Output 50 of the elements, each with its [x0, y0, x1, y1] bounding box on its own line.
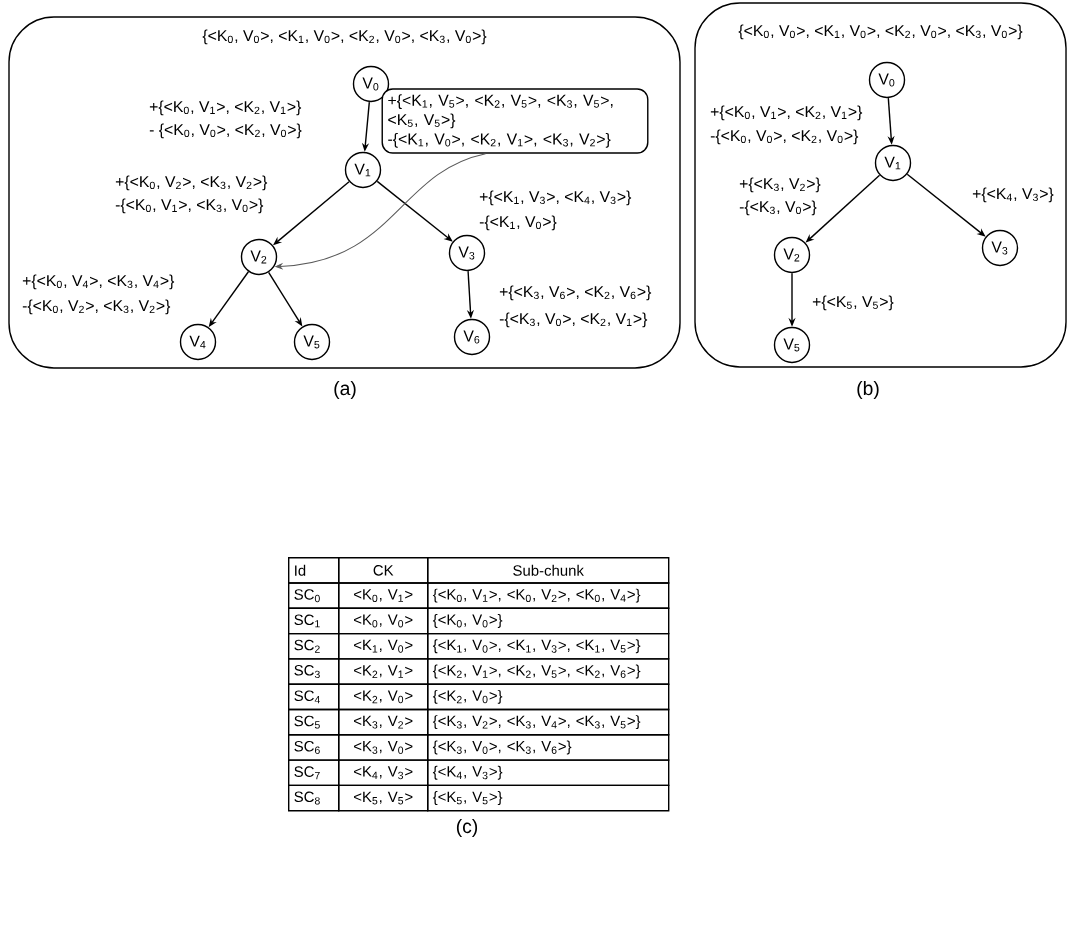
table-cell: SC$_{4}$: [288, 683, 340, 711]
table-cell: {<K$_{3}$, V$_{2}$>, <K$_{3}$, V$_{4}$>, <K$_{3}$, V$_{5}$>}: [427, 708, 670, 736]
set-label: -{<K$_{3}$, V$_{0}$>}: [739, 200, 817, 216]
table-cell: Id: [288, 557, 340, 584]
table-cell: SC$_{8}$: [288, 784, 340, 812]
table-cell: SC$_{2}$: [288, 632, 340, 660]
panel-caption: (c): [456, 819, 478, 837]
set-label: -{<K$_{3}$, V$_{0}$>, <K$_{2}$, V$_{1}$>}: [499, 312, 648, 328]
set-label: +{<K$_{4}$, V$_{3}$>}: [972, 187, 1054, 203]
table-cell: SC$_{3}$: [288, 658, 340, 685]
set-label: +{<K$_{0}$, V$_{2}$>, <K$_{3}$, V$_{2}$>}: [115, 175, 268, 191]
table-cell: Sub-chunk: [427, 557, 670, 584]
set-label: +{<K$_{3}$, V$_{6}$>, <K$_{2}$, V$_{6}$>}: [499, 285, 652, 301]
set-label: -{<K$_{0}$, V$_{1}$>, <K$_{3}$, V$_{0}$>}: [115, 198, 264, 214]
table-cell: SC$_{0}$: [288, 582, 340, 609]
table-cell: {<K$_{1}$, V$_{0}$>, <K$_{1}$, V$_{3}$>, <K$_{1}$, V$_{5}$>}: [427, 632, 670, 660]
set-label: +{<K$_{5}$, V$_{5}$>}: [812, 295, 894, 311]
set-label: -{<K$_{0}$, V$_{2}$>, <K$_{3}$, V$_{2}$>}: [22, 299, 171, 315]
set-label: - {<K$_{0}$, V$_{0}$>, <K$_{2}$, V$_{0}$>}: [149, 123, 302, 139]
table-cell: <K$_{0}$, V$_{0}$>: [338, 607, 429, 635]
table-cell: <K$_{3}$, V$_{0}$>: [338, 734, 429, 761]
table-cell: CK: [338, 557, 429, 584]
table-cell: {<K$_{2}$, V$_{1}$>, <K$_{2}$, V$_{5}$>, <K$_{2}$, V$_{6}$>}: [427, 658, 670, 685]
table-cell: <K$_{4}$, V$_{3}$>: [338, 759, 429, 787]
table-cell: {<K$_{5}$, V$_{5}$>}: [427, 784, 670, 812]
table-cell: SC$_{6}$: [288, 734, 340, 761]
callout-box: +{<K$_{1}$, V$_{5}$>, <K$_{2}$, V$_{5}$>, <K$_{3}$, V$_{5}$>, <K$_{5}$, V$_{5}$>} -{<K$_{1}$, V$_{0}$>, <K$_{2}$, V$_{1}$>, <K$_{3}$, V$_{2}$>}: [381, 88, 649, 154]
panel-caption: (a): [334, 381, 356, 399]
table-cell: {<K$_{4}$, V$_{3}$>}: [427, 759, 670, 787]
set-label: +{<K$_{0}$, V$_{1}$>, <K$_{2}$, V$_{1}$>}: [149, 100, 302, 116]
table-cell: <K$_{0}$, V$_{1}$>: [338, 582, 429, 609]
table-cell: <K$_{3}$, V$_{2}$>: [338, 708, 429, 736]
table-cell: {<K$_{0}$, V$_{1}$>, <K$_{0}$, V$_{2}$>, <K$_{0}$, V$_{4}$>}: [427, 582, 670, 609]
set-label: -{<K$_{0}$, V$_{0}$>, <K$_{2}$, V$_{0}$>}: [710, 129, 859, 145]
set-label: +{<K$_{1}$, V$_{3}$>, <K$_{4}$, V$_{3}$>}: [479, 190, 632, 206]
table-cell: SC$_{1}$: [288, 607, 340, 635]
table-cell: <K$_{2}$, V$_{1}$>: [338, 658, 429, 685]
table-cell: {<K$_{0}$, V$_{0}$>}: [427, 607, 670, 635]
table-cell: <K$_{2}$, V$_{0}$>: [338, 683, 429, 711]
set-label: +{<K$_{3}$, V$_{2}$>}: [739, 177, 821, 193]
table-cell: SC$_{5}$: [288, 708, 340, 736]
set-label: -{<K$_{1}$, V$_{0}$>}: [479, 215, 557, 231]
panel-caption: (b): [857, 381, 879, 399]
table-cell: <K$_{5}$, V$_{5}$>: [338, 784, 429, 812]
set-label: +{<K$_{0}$, V$_{1}$>, <K$_{2}$, V$_{1}$>}: [710, 105, 863, 121]
table-cell: {<K$_{2}$, V$_{0}$>}: [427, 683, 670, 711]
table-cell: SC$_{7}$: [288, 759, 340, 787]
table-cell: {<K$_{3}$, V$_{0}$>, <K$_{3}$, V$_{6}$>}: [427, 734, 670, 761]
table-cell: <K$_{1}$, V$_{0}$>: [338, 632, 429, 660]
set-label: +{<K$_{0}$, V$_{4}$>, <K$_{3}$, V$_{4}$>}: [22, 274, 175, 290]
